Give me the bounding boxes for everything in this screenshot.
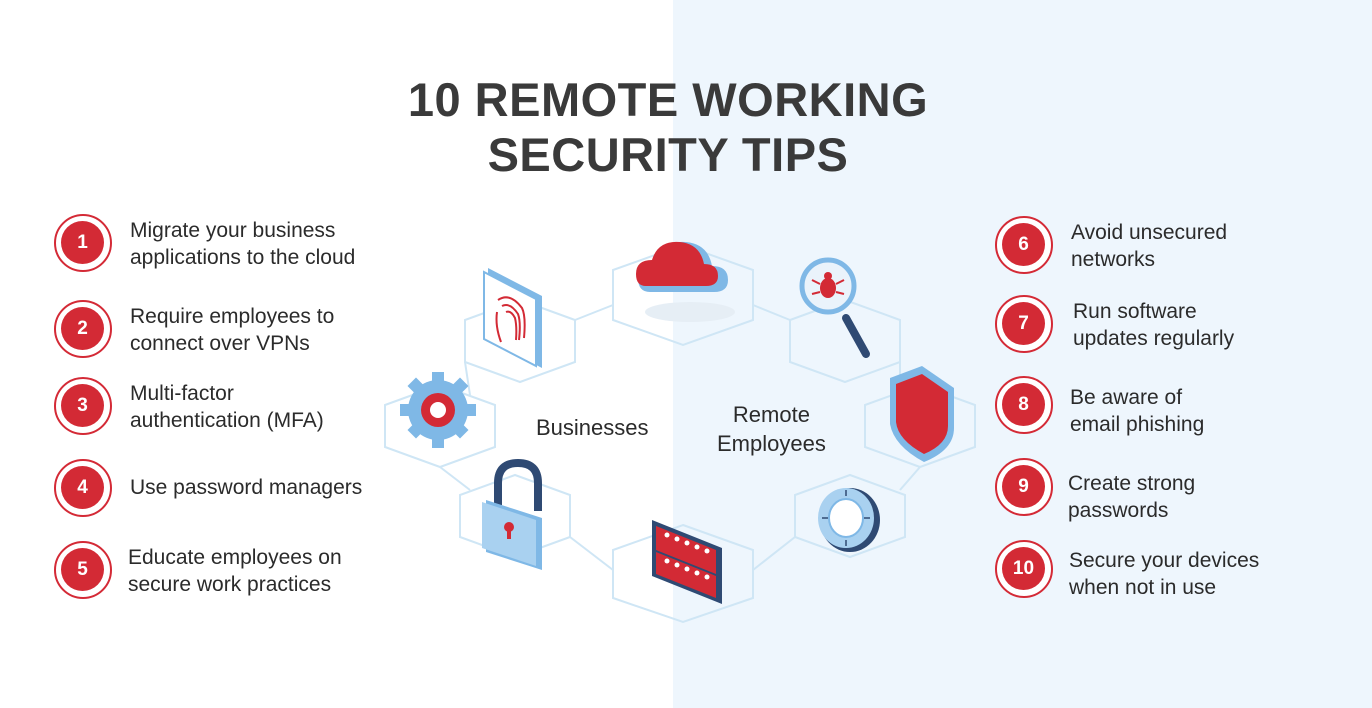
tip-text: Require employees to connect over VPNs [130, 305, 335, 355]
magnifier-bug-icon [799, 257, 870, 358]
tip-text: Avoid unsecured networks [1071, 221, 1228, 271]
remote-employees-label-line-2: Employees [717, 431, 826, 456]
connector-line [752, 536, 796, 571]
password-field-icon [652, 520, 722, 604]
number-badge: 1 [54, 214, 112, 272]
number-badge: 10 [995, 540, 1053, 598]
connector-line [569, 536, 614, 571]
dial-lock-icon [818, 488, 880, 552]
number-badge: 2 [54, 300, 112, 358]
number-badge: 4 [54, 459, 112, 517]
tip-text: Run software updates regularly [1073, 300, 1235, 350]
connector-line [439, 466, 471, 491]
tip-text: Migrate your business applications to th… [130, 219, 356, 269]
remote-employees-label-line-1: Remote [732, 402, 810, 427]
tip-text: Be aware of email phishing [1070, 386, 1205, 436]
hexagon [612, 523, 754, 624]
hexagon-ring [384, 243, 976, 624]
number-badge: 3 [54, 377, 112, 435]
connector-line [752, 304, 791, 321]
tip-text: Educate employees on secure work practic… [128, 546, 342, 596]
tip-text: Secure your devices when not in use [1069, 549, 1260, 599]
tip-text: Multi-factor authentication (MFA) [130, 382, 324, 432]
connector-line [899, 466, 921, 491]
connector-line [464, 361, 471, 396]
gear-icon [400, 372, 476, 448]
page-title: 10 REMOTE WORKING SECURITY TIPS [0, 72, 1336, 182]
title-line-2: SECURITY TIPS [487, 128, 849, 181]
tip-text: Use password managers [130, 476, 363, 499]
number-badge: 9 [995, 458, 1053, 516]
number-badge: 5 [54, 541, 112, 599]
title-line-1: 10 REMOTE WORKING [407, 73, 929, 126]
number-badge: 8 [995, 376, 1053, 434]
hexagon [794, 473, 906, 559]
connector-line [574, 304, 614, 321]
padlock-icon [482, 458, 542, 570]
number-badge: 7 [995, 295, 1053, 353]
fingerprint-icon [483, 268, 542, 368]
hexagon [612, 243, 754, 347]
businesses-label: Businesses [536, 415, 649, 440]
number-badge: 6 [995, 216, 1053, 274]
cloud-icon [636, 241, 735, 322]
hexagon [789, 298, 901, 384]
shield-icon [890, 366, 954, 462]
tip-text: Create strong passwords [1068, 472, 1196, 522]
remote-employees-label: Remote Employees [717, 400, 826, 458]
